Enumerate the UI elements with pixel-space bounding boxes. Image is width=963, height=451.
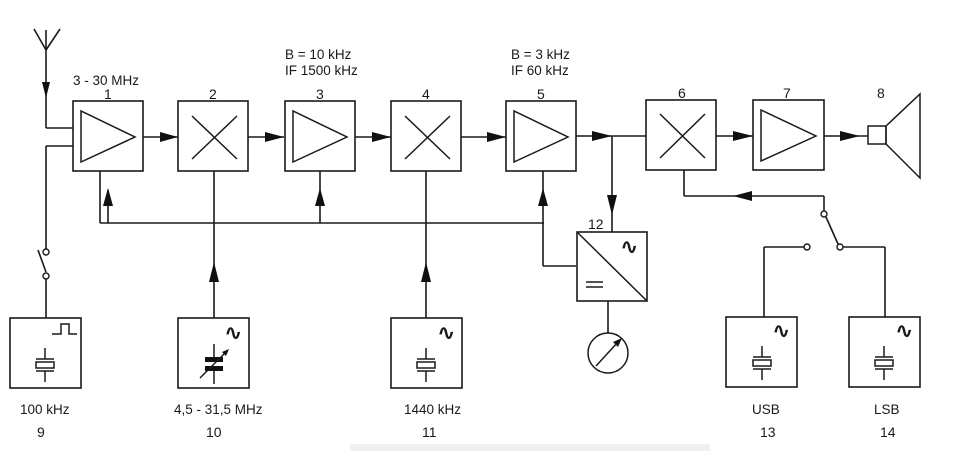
agc-bus (99, 171, 576, 267)
arrow-5-6 (592, 131, 612, 141)
block-3-caption-line1: B = 10 kHz (285, 47, 352, 62)
bottom-strip (350, 444, 710, 451)
block-14-caption: LSB (874, 402, 900, 417)
block-5-caption-line1: B = 3 kHz (511, 47, 570, 62)
block-10-variable-oscillator (177, 317, 250, 389)
arrow-to-12 (607, 195, 617, 215)
block-5-number: 5 (537, 86, 545, 102)
block-5-caption-line2: IF 60 kHz (511, 63, 569, 78)
block-9-oscillator (9, 317, 82, 389)
arrow-11-4 (421, 262, 431, 282)
block-11-caption: 1440 kHz (404, 402, 461, 417)
switch-9 (37, 145, 73, 318)
block-6-mixer (645, 99, 717, 171)
block-14-sine-icon: ∿ (895, 319, 913, 344)
arrow-3-4 (372, 132, 391, 142)
block-13-usb-oscillator (725, 316, 798, 388)
block-2-mixer (177, 100, 249, 172)
block-8-number: 8 (877, 85, 885, 101)
block-10-number: 10 (206, 424, 222, 440)
block-6-number: 6 (678, 85, 686, 101)
arrow-4-5 (487, 132, 506, 142)
block-5-amplifier (505, 100, 577, 172)
block-13-caption: USB (752, 402, 780, 417)
arrow-6-7 (733, 131, 753, 141)
block-9-number: 9 (37, 424, 45, 440)
block-14-lsb-oscillator (848, 316, 921, 388)
arrow-10-2 (209, 262, 219, 282)
block-10-caption: 4,5 - 31,5 MHz (174, 402, 263, 417)
block-7-number: 7 (783, 85, 791, 101)
block-13-number: 13 (760, 424, 776, 440)
block-4-number: 4 (422, 86, 430, 102)
sideband-switch (683, 170, 886, 318)
block-1-caption: 3 - 30 MHz (73, 73, 139, 88)
block-11-oscillator (390, 317, 463, 389)
block-4-mixer (390, 100, 462, 172)
block-2-number: 2 (209, 86, 217, 102)
block-13-sine-icon: ∿ (772, 319, 790, 344)
block-12-number: 12 (588, 216, 604, 232)
block-8-loudspeaker-icon (867, 92, 921, 180)
block-1-number: 1 (104, 86, 112, 102)
block-14-number: 14 (880, 424, 896, 440)
block-9-caption: 100 kHz (20, 402, 70, 417)
arrow-2-3 (265, 132, 284, 142)
arrow-7-8 (840, 131, 860, 141)
block-7-amplifier (752, 99, 825, 171)
arrow-1-2 (160, 132, 178, 142)
meter-icon (587, 332, 629, 374)
antenna-icon (33, 28, 61, 128)
block-3-caption-line2: IF 1500 kHz (285, 63, 358, 78)
block-12-sine-icon: ∿ (620, 235, 638, 260)
block-12-converter (576, 231, 648, 302)
block-3-amplifier (284, 100, 356, 172)
block-3-number: 3 (316, 86, 324, 102)
block-11-sine-icon: ∿ (437, 321, 455, 346)
block-10-sine-icon: ∿ (224, 321, 242, 346)
block-1-amplifier (72, 100, 144, 172)
block-11-number: 11 (422, 424, 437, 440)
